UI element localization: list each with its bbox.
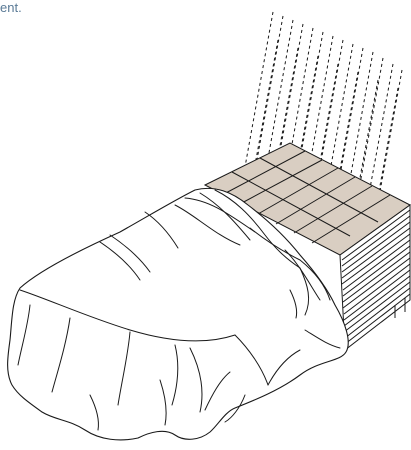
stack-layers bbox=[339, 204, 411, 351]
tile-surface bbox=[203, 142, 411, 256]
sheet bbox=[7, 187, 349, 441]
sheet-folds bbox=[17, 189, 341, 431]
caption-fragment: ent. bbox=[0, 0, 22, 15]
